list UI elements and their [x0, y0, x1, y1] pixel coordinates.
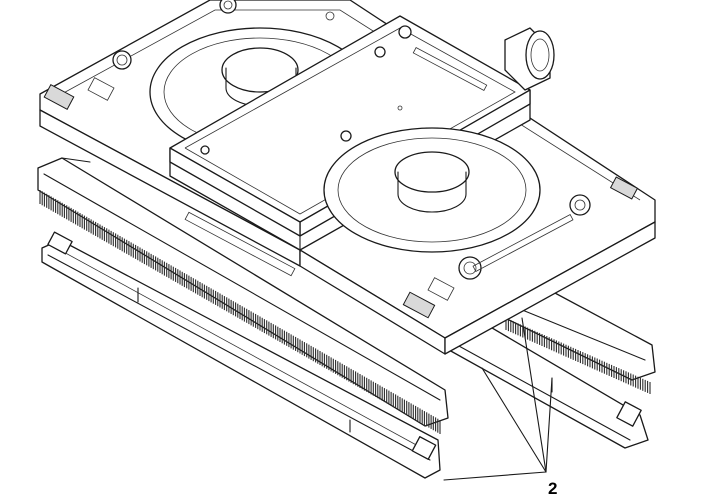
vent-slots [412, 47, 574, 273]
rear-brush-bristles [505, 318, 651, 394]
mounting-bosses [112, 0, 591, 280]
outlet-pipe [504, 27, 555, 91]
callout-label-2: 2 [548, 479, 557, 498]
corner-clips [43, 77, 639, 319]
front-rail-lower [41, 231, 441, 479]
right-fan-chamber [323, 127, 541, 253]
front-brush-bristles [39, 190, 441, 434]
front-brush-strip [37, 157, 449, 434]
callout-leaders [443, 317, 553, 481]
